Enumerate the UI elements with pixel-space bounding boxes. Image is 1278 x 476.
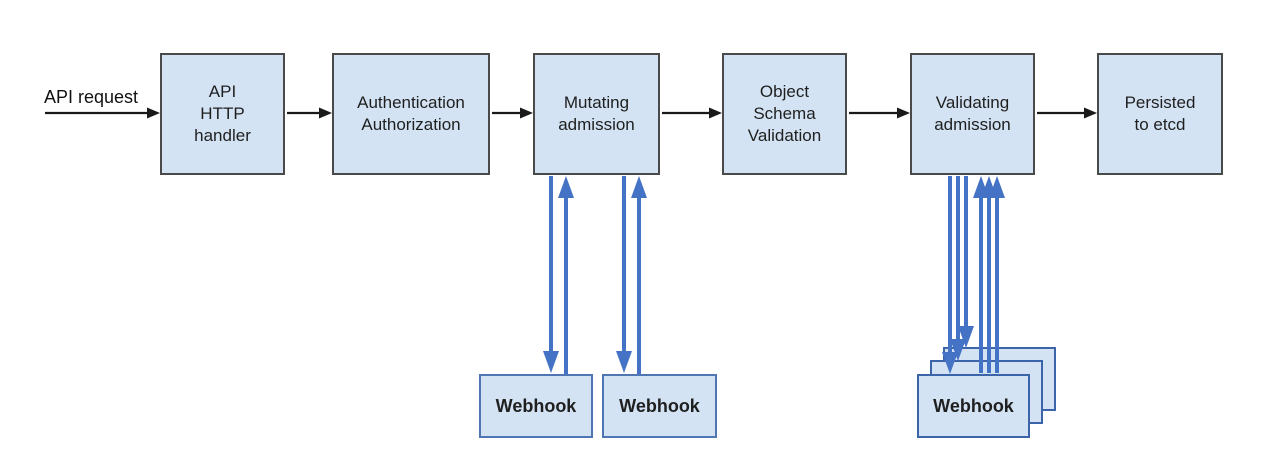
arrow-api-request-in [45,107,160,119]
stage-validating-admission: Validating admission [910,53,1035,175]
arrow-handler-to-auth [287,107,332,119]
mutating-webhook-box-2: Webhook [602,374,717,438]
arrow-webhook2-to-mutating-up [631,176,647,374]
arrow-auth-to-mutating [492,107,533,119]
stage-persisted-to-etcd: Persisted to etcd [1097,53,1223,175]
arrow-webhook1-to-mutating-up [558,176,574,374]
mutating-webhook-box-1: Webhook [479,374,593,438]
stage-api-http-handler: API HTTP handler [160,53,285,175]
validating-webhook-box-front: Webhook [917,374,1030,438]
arrow-mutating-to-webhook1-down [543,176,559,373]
arrow-validating-to-etcd [1037,107,1097,119]
api-request-label: API request [44,87,139,107]
stage-mutating-admission: Mutating admission [533,53,660,175]
stage-authentication-authorization: Authentication Authorization [332,53,490,175]
arrow-mutating-to-schema [662,107,722,119]
arrow-schema-to-validating [849,107,910,119]
arrow-webhooks-to-validating-up-2 [981,176,997,373]
arrow-validating-to-webhooks-down-3 [958,176,974,348]
stage-object-schema-validation: Object Schema Validation [722,53,847,175]
arrow-validating-to-webhooks-down-1 [942,176,958,374]
arrow-webhooks-to-validating-up-1 [973,176,989,373]
arrow-mutating-to-webhook2-down [616,176,632,373]
arrow-validating-to-webhooks-down-2 [950,176,966,361]
arrow-webhooks-to-validating-up-3 [989,176,1005,373]
